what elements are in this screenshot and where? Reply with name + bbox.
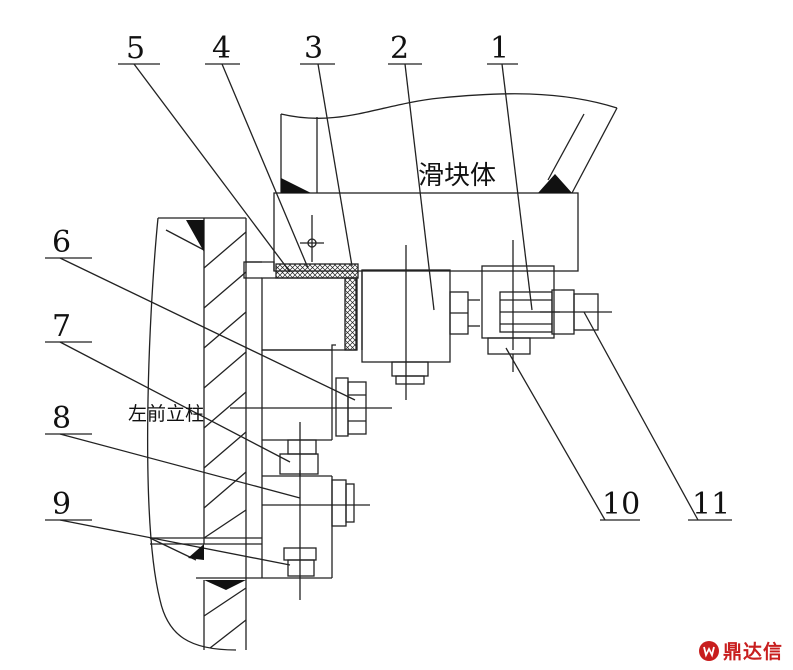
callout-5: 5 xyxy=(126,31,145,66)
label-left-front-pillar: 左前立柱 xyxy=(128,403,204,425)
weld-markers xyxy=(186,174,572,590)
brand-mark-icon xyxy=(698,640,719,661)
callout-10: 10 xyxy=(602,487,640,522)
pillar-outer-curve xyxy=(146,217,237,651)
callout-6: 6 xyxy=(52,225,71,260)
brand-name: 鼎达信 xyxy=(722,641,783,663)
callout-9: 9 xyxy=(52,487,71,522)
brand-logo: 鼎达信 xyxy=(698,637,783,664)
block-1 xyxy=(481,265,555,339)
wear-plate-side xyxy=(344,277,358,351)
callout-8: 8 xyxy=(52,401,71,436)
callout-2: 2 xyxy=(390,31,409,66)
callout-7: 7 xyxy=(52,309,71,344)
callout-1: 1 xyxy=(490,31,509,66)
callout-labels: 5 4 3 2 1 6 7 8 9 10 11 xyxy=(52,31,730,522)
wear-plate-top xyxy=(275,263,359,279)
label-slider-body: 滑块体 xyxy=(418,161,496,191)
callout-4: 4 xyxy=(212,31,231,66)
callout-3: 3 xyxy=(304,31,323,66)
slider-body xyxy=(273,192,579,272)
diagram-lines xyxy=(45,63,732,651)
guide-block xyxy=(261,277,357,351)
slider-body-top-wavy xyxy=(280,93,618,119)
callout-11: 11 xyxy=(692,487,730,522)
